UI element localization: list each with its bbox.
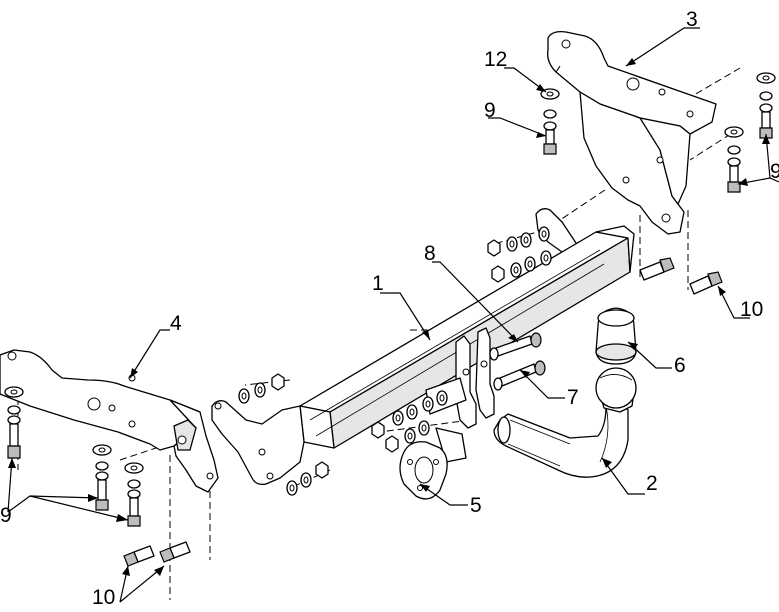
callout-7: 7: [567, 386, 579, 409]
callout-10-left: 10: [92, 586, 115, 609]
nuts-and-washers: [238, 226, 552, 496]
callout-2: 2: [646, 472, 658, 495]
callout-5: 5: [470, 494, 482, 517]
callout-10-right: 10: [740, 298, 763, 321]
callout-1: 1: [372, 272, 384, 295]
callout-12: 12: [484, 48, 507, 71]
callout-numbers: 1 2 3 4 5 6 7 8 9 9 9 10 10 12: [0, 8, 779, 609]
callout-8: 8: [424, 242, 436, 265]
callout-3: 3: [686, 8, 698, 31]
ball-bolts: [489, 332, 546, 391]
callout-6: 6: [674, 354, 686, 377]
callout-9-right: 9: [770, 160, 779, 183]
vertical-bolts: [4, 72, 776, 527]
socket-mounting-plate: [399, 427, 467, 500]
left-mounting-bracket: [0, 349, 219, 493]
ball-cover-cap: [595, 307, 637, 365]
callout-4: 4: [170, 312, 182, 335]
tow-ball-neck: [493, 367, 637, 478]
callout-9-left: 9: [0, 504, 12, 527]
callout-9-top: 9: [484, 99, 496, 122]
main-cross-bar: [211, 208, 635, 486]
right-mounting-bracket: [547, 30, 717, 235]
callout-leaders: [7, 27, 779, 603]
horizontal-bolts: [123, 257, 723, 567]
